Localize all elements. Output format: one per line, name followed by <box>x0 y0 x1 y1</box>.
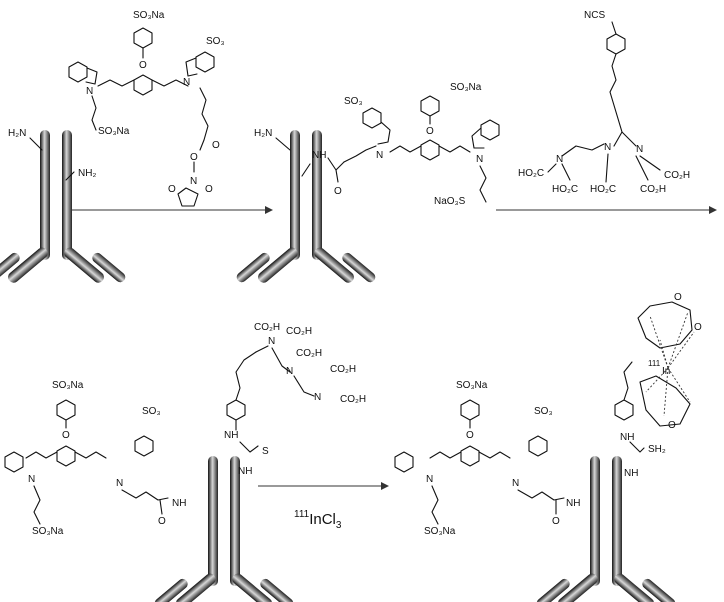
svg-text:N: N <box>314 392 321 403</box>
svg-text:N: N <box>190 176 197 187</box>
svg-text:CO₂H: CO₂H <box>340 394 366 405</box>
antibody-1 <box>0 130 128 285</box>
label-so3na-top-2: SO₃Na <box>450 82 482 93</box>
svg-text:SO₃Na: SO₃Na <box>52 380 84 391</box>
label-co2h-1: CO₂H <box>664 170 690 181</box>
svg-text:NH: NH <box>172 498 186 509</box>
label-ho2c-3: HO₂C <box>590 184 616 195</box>
svg-text:SO₃Na: SO₃Na <box>456 380 488 391</box>
label-ncs: NCS <box>584 10 605 21</box>
antibody-3 <box>152 456 296 602</box>
svg-text:N: N <box>183 77 190 88</box>
svg-text:CO₂H: CO₂H <box>296 348 322 359</box>
svg-text:N: N <box>476 154 483 165</box>
in111-dtpa-complex: NH SH₂ NH In 111 O O O <box>614 292 702 479</box>
cyanine-dye-conjugated: SO₃Na O N SO₃ N NaO₃S <box>344 82 500 207</box>
svg-text:O: O <box>205 184 213 195</box>
svg-text:O: O <box>674 292 682 303</box>
dtpa-conjugated: NH S NH N N N CO₂H CO₂H CO₂H CO₂H CO₂H <box>224 322 366 477</box>
svg-text:NH: NH <box>566 498 580 509</box>
svg-text:SH₂: SH₂ <box>648 444 666 455</box>
svg-text:O: O <box>158 516 166 527</box>
svg-text:N: N <box>376 150 383 161</box>
cyanine-dye-3: SO₃Na O N SO₃Na SO₃ N NH O <box>4 380 186 537</box>
label-so3-right: SO₃ <box>206 36 225 47</box>
indium-center: In 111 <box>648 359 670 377</box>
svg-text:SO₃: SO₃ <box>142 406 161 417</box>
svg-text:N: N <box>268 336 275 347</box>
label-nh-2: NH <box>312 150 326 161</box>
label-so3na-left: SO₃Na <box>98 126 130 137</box>
svg-text:O: O <box>466 430 474 441</box>
svg-text:N: N <box>556 154 563 165</box>
antibody-2 <box>234 130 378 285</box>
svg-text:O: O <box>168 184 176 195</box>
svg-text:O: O <box>668 420 676 431</box>
svg-text:N: N <box>116 478 123 489</box>
label-so3na-top: SO₃Na <box>133 10 165 21</box>
antibody-4 <box>534 456 678 602</box>
svg-text:In: In <box>662 366 670 377</box>
svg-text:NH: NH <box>238 466 252 477</box>
svg-text:O: O <box>139 60 147 71</box>
svg-text:S: S <box>262 446 269 457</box>
label-nh2-1: NH₂ <box>78 168 96 179</box>
svg-text:SO₃: SO₃ <box>534 406 553 417</box>
svg-text:O: O <box>426 126 434 137</box>
label-naso3: NaO₃S <box>434 196 466 207</box>
svg-text:NH: NH <box>624 468 638 479</box>
svg-text:O: O <box>190 152 198 163</box>
svg-text:CO₂H: CO₂H <box>330 364 356 375</box>
svg-text:N: N <box>28 474 35 485</box>
svg-text:N: N <box>426 474 433 485</box>
dtpa-ncs-reagent: NCS N N N HO₂C HO₂C HO₂C CO₂H CO₂H <box>518 10 690 195</box>
svg-text:O: O <box>62 430 70 441</box>
svg-text:N: N <box>604 142 611 153</box>
svg-text:N: N <box>86 86 93 97</box>
svg-text:NH: NH <box>620 432 634 443</box>
svg-text:111: 111 <box>648 359 661 368</box>
svg-text:O: O <box>552 516 560 527</box>
reagent-label: 111InCl3 <box>294 509 342 531</box>
label-ho2c-1: HO₂C <box>518 168 544 179</box>
label-so3-2: SO₃ <box>344 96 363 107</box>
svg-text:CO₂H: CO₂H <box>286 326 312 337</box>
svg-text:NH: NH <box>224 430 238 441</box>
label-ho2c-2: HO₂C <box>552 184 578 195</box>
svg-text:SO₃Na: SO₃Na <box>32 526 64 537</box>
label-co2h-2: CO₂H <box>640 184 666 195</box>
svg-text:N: N <box>512 478 519 489</box>
cyanine-dye-4: SO₃Na O N SO₃Na SO₃ N NH O <box>394 380 580 537</box>
label-h2n-2: H₂N <box>254 128 272 139</box>
nhs-cyanine-dye: SO₃Na O N SO₃Na N SO₃ O O N O O <box>68 10 225 207</box>
label-h2n-1: H₂N <box>8 128 26 139</box>
svg-text:CO₂H: CO₂H <box>254 322 280 333</box>
svg-text:O: O <box>694 322 702 333</box>
svg-text:O: O <box>334 186 342 197</box>
svg-text:SO₃Na: SO₃Na <box>424 526 456 537</box>
svg-text:N: N <box>636 144 643 155</box>
svg-text:O: O <box>212 140 220 151</box>
